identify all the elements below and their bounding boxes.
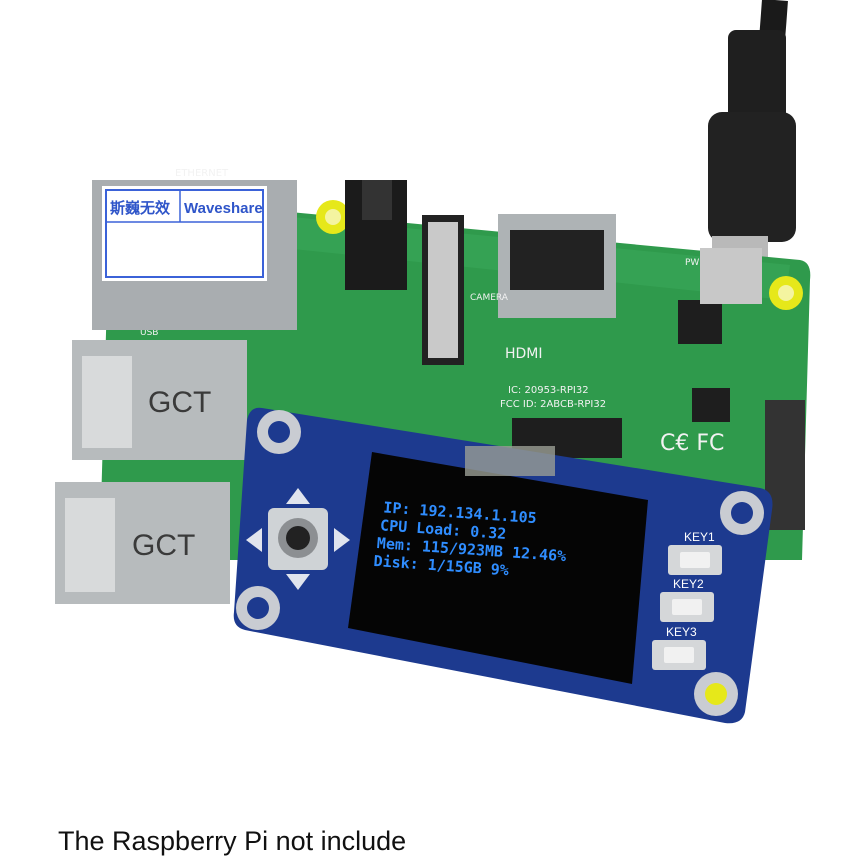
fcc-label: FCC ID: 2ABCB-RPI32: [500, 399, 606, 410]
ethernet-port: 斯巍无效 Waveshare: [92, 180, 297, 330]
usb-port-bottom: GCT: [55, 482, 230, 604]
oled-screen: [348, 452, 648, 684]
usb-port-top: GCT: [72, 340, 247, 460]
ethernet-label: ETHERNET: [175, 168, 229, 179]
usb-label: USB: [140, 328, 158, 338]
power-cable: [708, 0, 796, 276]
caption-text: The Raspberry Pi not include: [58, 826, 407, 856]
ce-mark: C€ FC: [660, 431, 724, 456]
oled-hat-board: IP: 192.134.1.105 CPU Load: 0.32 Mem: 11…: [233, 407, 773, 724]
key3-label: KEY3: [666, 625, 697, 639]
pwr-label: PWR: [685, 258, 706, 268]
key1-label: KEY1: [684, 530, 715, 544]
key2-button: KEY2: [660, 577, 714, 622]
sticker-chinese-text: 斯巍无效: [110, 199, 171, 217]
key1-button: KEY1: [668, 530, 722, 575]
sticker-brand-text: Waveshare: [184, 200, 263, 217]
joystick: [246, 488, 350, 590]
key3-button: KEY3: [652, 625, 706, 670]
product-photo: HDMI IC: 20953-RPI32 FCC ID: 2ABCB-RPI32…: [55, 0, 811, 724]
hdmi-label: HDMI: [505, 346, 543, 362]
key2-label: KEY2: [673, 577, 704, 591]
usb-brand-top: GCT: [148, 386, 211, 419]
camera-label: CAMERA: [470, 293, 509, 303]
ic-label: IC: 20953-RPI32: [508, 385, 589, 396]
usb-brand-bottom: GCT: [132, 529, 195, 562]
